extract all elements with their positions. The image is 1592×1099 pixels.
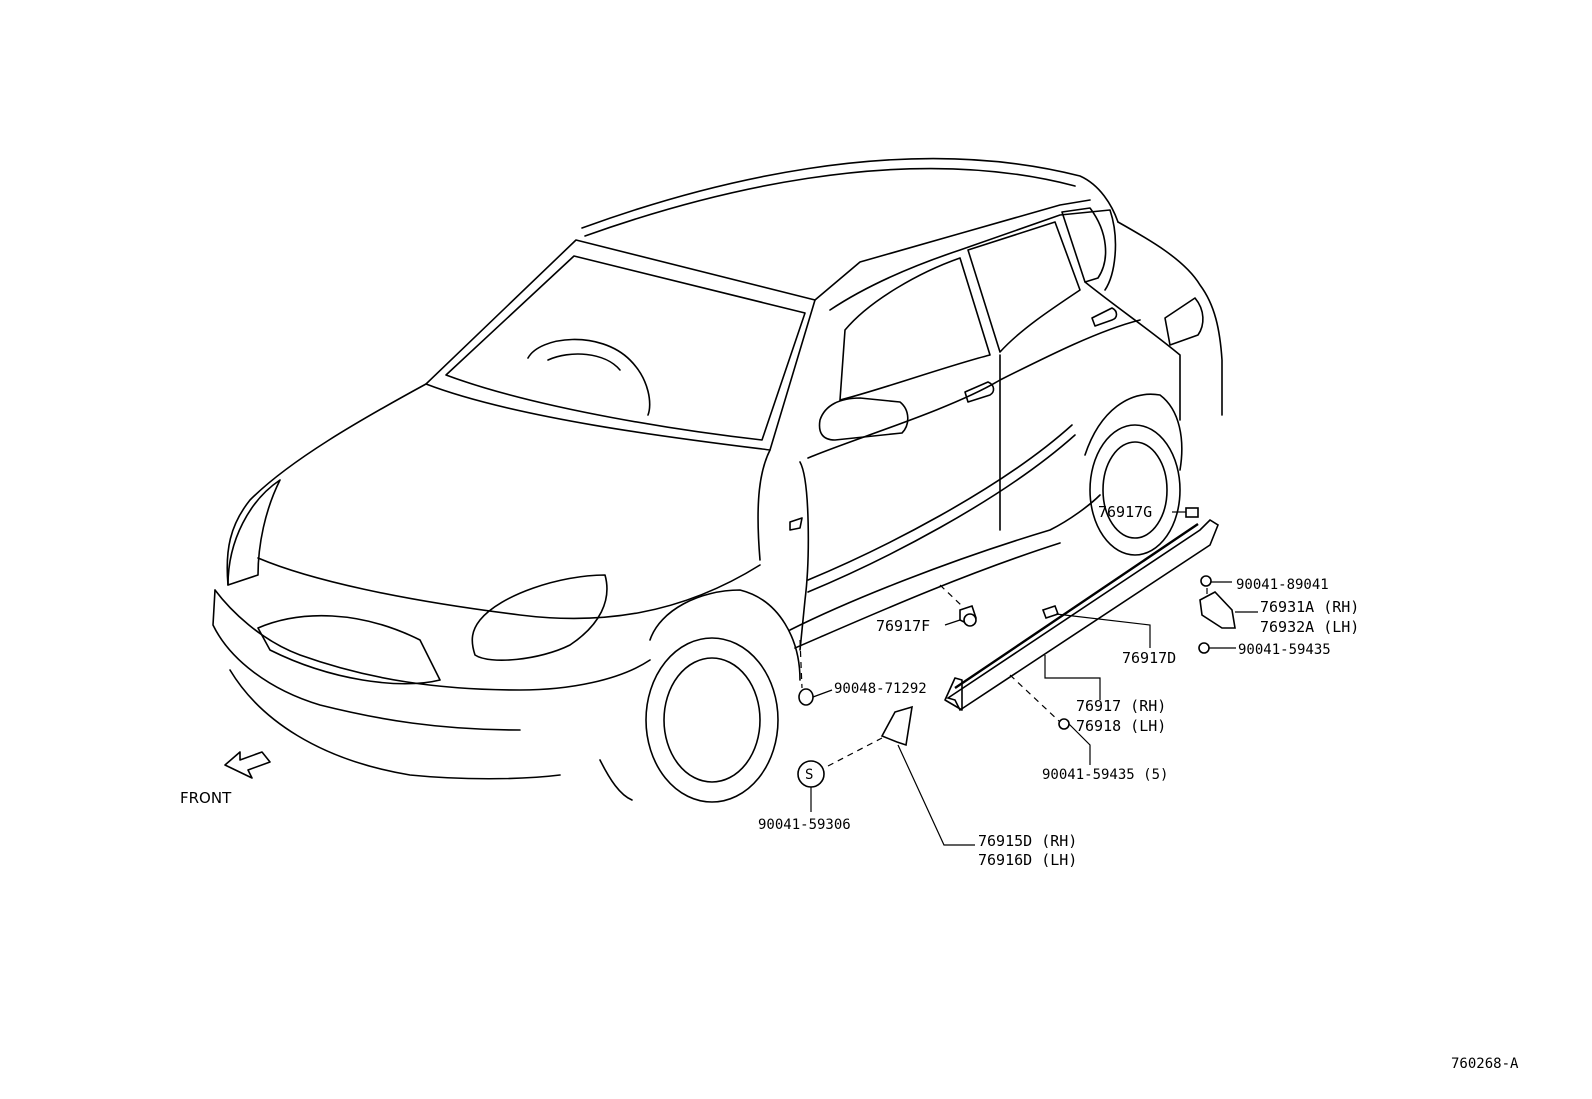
screw-side-part [1058, 718, 1070, 730]
drawing-number: 760268-A [1451, 1056, 1519, 1072]
label-76917d: 76917D [1122, 649, 1176, 667]
label-90041-59435-rear: 90041-59435 [1238, 642, 1331, 658]
label-76931a: 76931A (RH) [1260, 598, 1359, 616]
label-76917g: 76917G [1098, 503, 1152, 521]
label-76915d: 76915D (RH) [978, 832, 1077, 850]
label-90041-59435-5: 90041-59435 (5) [1042, 767, 1168, 783]
label-90041-59306: 90041-59306 [758, 817, 851, 833]
clip-76917d-part [1041, 604, 1060, 620]
label-76932a: 76932A (LH) [1260, 618, 1359, 636]
clip-76917g-part [1185, 507, 1199, 518]
label-76918: 76918 (LH) [1076, 717, 1166, 735]
label-76917f: 76917F [876, 617, 930, 635]
screw-rear-part [1198, 642, 1210, 654]
clip-76917f-part [959, 604, 977, 627]
front-label: FRONT [180, 789, 232, 807]
label-90048-71292: 90048-71292 [834, 681, 927, 697]
label-76916d: 76916D (LH) [978, 851, 1077, 869]
front-arrow-icon [224, 751, 271, 779]
rocker-moulding-part [944, 518, 1219, 712]
leader-lines [799, 511, 1258, 846]
grommet-part [798, 688, 814, 706]
mudguard-rear-part [1199, 591, 1236, 629]
label-76917: 76917 (RH) [1076, 697, 1166, 715]
car-illustration [212, 157, 1223, 803]
screw-symbol-text: S [805, 767, 813, 783]
screw-symbol-icon: S [797, 760, 825, 788]
label-90041-89041: 90041-89041 [1236, 577, 1329, 593]
nut-part [1200, 575, 1212, 587]
mudguard-front-part [880, 705, 913, 747]
